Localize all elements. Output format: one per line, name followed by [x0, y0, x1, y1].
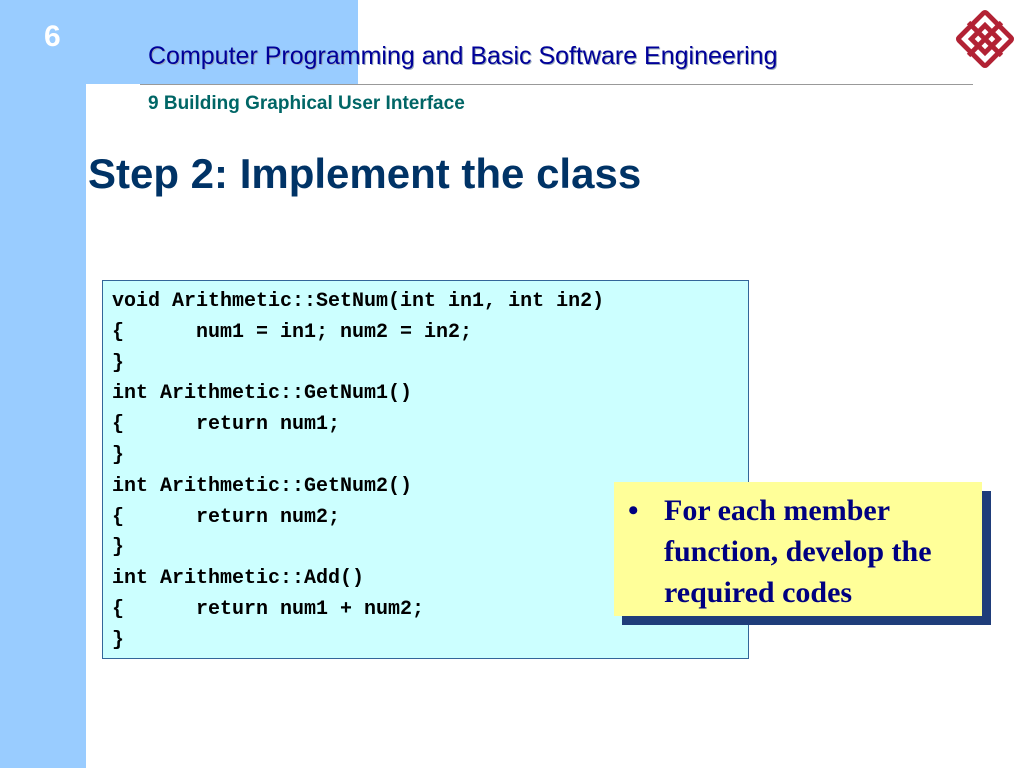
decor-corner	[86, 84, 140, 138]
code-line: }	[112, 536, 125, 560]
code-line: int Arithmetic::Add()	[112, 567, 365, 591]
title-divider	[140, 84, 973, 85]
code-line: void Arithmetic::SetNum(int in1, int in2…	[112, 290, 605, 313]
code-line: { num1 = in1; num2 = in2;	[112, 320, 473, 344]
code-line: }	[112, 351, 125, 375]
chapter-title: 9 Building Graphical User Interface	[148, 93, 465, 114]
top-decor-band	[0, 0, 358, 84]
note-text: For each member function, develop the re…	[664, 494, 932, 609]
slide-number: 6	[44, 20, 61, 53]
code-line: }	[112, 443, 125, 467]
code-line: int Arithmetic::GetNum1()	[112, 382, 413, 406]
course-title: Computer Programming and Basic Software …	[148, 42, 778, 70]
note-bullet-item: • For each member function, develop the …	[628, 490, 976, 613]
bullet-icon: •	[628, 494, 639, 527]
slide-heading: Step 2: Implement the class	[88, 150, 642, 197]
left-decor-band	[0, 0, 86, 768]
university-logo-icon	[955, 9, 1015, 69]
code-line: { return num1;	[112, 413, 341, 437]
code-line: { return num1 + num2;	[112, 597, 425, 621]
code-listing: void Arithmetic::SetNum(int in1, int in2…	[112, 287, 604, 657]
code-line: int Arithmetic::GetNum2()	[112, 474, 413, 498]
code-line: { return num2;	[112, 505, 341, 529]
code-line: }	[112, 628, 125, 652]
note-box: • For each member function, develop the …	[614, 482, 982, 616]
